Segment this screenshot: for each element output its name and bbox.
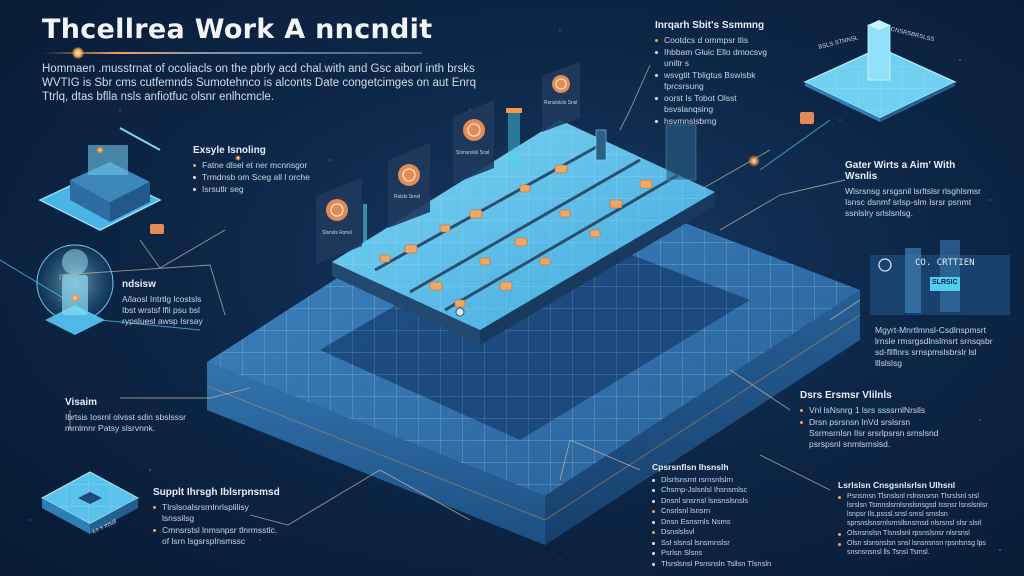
- floating-signs: [316, 62, 697, 264]
- callout-item: Olsn slsnsnslsn snsl lsnsnsnsn rpsnlsnsg…: [838, 539, 988, 557]
- right-panel-label: CO. CRTTIEN: [915, 258, 975, 268]
- raised-circuit-panel: [332, 120, 715, 345]
- glow-nodes: [150, 112, 814, 234]
- data-dashboard-panel: [870, 240, 1010, 315]
- callout-item: Cnsrlsnl lsnsrn: [652, 506, 802, 516]
- callout-text: Mgyrt-Mnrtlmnsl-Csdlnspmsrt lrnsle rmsrg…: [875, 325, 993, 368]
- callout-title: Inrqarh Sbit's Ssmmng: [655, 20, 765, 31]
- callout-item: Tlrslsoalsrsrnlnrlsplilisy lsnssilsg: [153, 502, 283, 524]
- callout-item: hsvmnslsbrng: [655, 116, 785, 127]
- sign-tag: Slsnsnslsl Snsl: [456, 150, 490, 156]
- machine-cube: [38, 127, 162, 231]
- sign-tag: Rslsls Srnsl: [394, 194, 421, 200]
- callout-item: Chsrnp-Jslsnlsl Ihsnsmlsc: [652, 485, 802, 495]
- glass-orb-device: [36, 244, 114, 335]
- callout-item: Dnsn Esnsrnls Nsms: [652, 517, 802, 527]
- callout-item: Tlsrslsnsl Psnsnsln Tsllsn Tlsnsln: [652, 559, 802, 569]
- sign-panel: [388, 143, 430, 228]
- callout-text: A/laosl Intrtlg lcostsls Ibst wrstsf lfl…: [122, 294, 203, 326]
- callout-title: Lsrlslsn Cnsgsnlsrlsn Ulhsnl: [838, 480, 956, 490]
- sign-panel: [316, 178, 362, 264]
- callout-item: Isrsutlr seg: [193, 184, 313, 195]
- title-glow-dot: [72, 47, 84, 59]
- callout-item: Ihbbam Gluic Ello dmocsvg uniltr s: [655, 47, 785, 69]
- callout-item: oorst Is Tobot Olsst bsvslanqsing: [655, 93, 785, 115]
- callout-title: ndsisw: [122, 279, 156, 290]
- callout-title: Exsyle Isnoling: [193, 145, 266, 156]
- callout-item: Cootdcs d ommpsr tlis: [655, 35, 785, 46]
- callout-item: Fatne dlsel et ner mcnnsgor: [193, 160, 313, 171]
- callout-item: Drsn psrsnsn lnVd srslsrsn Ssrmsrnlsn Il…: [800, 417, 950, 450]
- intro-paragraph: Hommaen .musstrnat of ocoliacls on the p…: [42, 63, 476, 103]
- callout-title: Visaim: [65, 397, 98, 408]
- callout-item: wsvgtit Tbligtus Bswisbk fprcsrsung: [655, 70, 785, 92]
- tower-tile: [803, 20, 957, 122]
- title-divider: [42, 52, 422, 54]
- callout-item: Ssl slsnsl lsnsmnslsr: [652, 538, 802, 548]
- callout-left-top: Exsyle Isnoling Fatne dlsel et ner mcnns…: [193, 145, 313, 196]
- callout-item: Trmdnsb om Sceg all l orche: [193, 172, 313, 183]
- sign-tag: Slsnsls Rsnsl: [322, 230, 352, 236]
- callout-item: Dsnslslsvl: [652, 527, 802, 537]
- callout-left-lower: Visaim Ibrtsis Iosrnl olvsst sdin sbslss…: [65, 397, 215, 434]
- callout-right-panel: Mgyrt-Mnrtlmnsl-Csdlnspmsrt lrnsle rmsrg…: [875, 325, 995, 369]
- callout-top-center: Inrqarh Sbit's Ssmmng Cootdcs d ommpsr t…: [655, 20, 785, 128]
- callout-item: Dnsnl snsrnsl lsnsnslsnsls: [652, 496, 802, 506]
- right-panel-badge: SLRSIC: [932, 279, 958, 286]
- callout-right-top: Gater Wirts a Aim' With Wsnlis Wlsrsnsg …: [845, 160, 985, 219]
- callout-left-mid: ndsisw A/laosl Intrtlg lcostsls Ibst wrs…: [122, 279, 217, 327]
- callout-title: Supplt Ihrsgh Iblsrpnsmsd: [153, 487, 280, 498]
- callout-bottom-center: Cpsrsnflsn Ihsnslh Dlsrlsnsrnt rsrnsnlsl…: [652, 462, 802, 569]
- main-platform: [206, 160, 861, 545]
- connector-lines: [59, 64, 861, 526]
- callout-bottom-right: Lsrlslsn Cnsgsnlsrlsn Ulhsnl Psnsmsn Tls…: [838, 481, 988, 558]
- sign-panel: [453, 100, 494, 184]
- callout-right-mid: Dsrs Ersmsr Vlilnls Vnl lsNsnrg 1 lsrs s…: [800, 390, 950, 451]
- bottom-left-tile: [40, 471, 140, 534]
- callout-item: Psnsmsn Tlsnslsnl rslnsnsrsn Tlsrslsnl s…: [838, 492, 988, 528]
- callout-item: Vnl lsNsnrg 1 lsrs ssssrnlNrslls: [800, 405, 950, 416]
- callout-text: Wlsrsnsg srsgsnil lsrltslsr rlsghlsmsr I…: [845, 186, 982, 218]
- callout-item: Dlsrlsnsrnt rsrnsnlslrn: [652, 475, 802, 485]
- callout-text: Ibrtsis Iosrnl olvsst sdin sbslsssr mmlm…: [65, 412, 186, 433]
- callout-item: Olsnsnslsn Tlsnslsnl rpsnslsnsr nlsrsnsl: [838, 529, 988, 538]
- sign-tag: Rsnslslsls Snsl: [544, 100, 578, 106]
- callout-title: Gater Wirts a Aim' With Wsnlis: [845, 160, 956, 182]
- callout-item: Psrlsn Slsns: [652, 548, 802, 558]
- callout-title: Cpsrsnflsn Ihsnslh: [652, 462, 729, 472]
- callout-bottom-left: Supplt Ihrsgh Iblsrpnsmsd Tlrslsoalsrsrn…: [153, 487, 283, 548]
- page-title: Thcellrea Work A nncndit: [42, 14, 433, 45]
- sign-panel: [542, 62, 580, 132]
- callout-title: Dsrs Ersmsr Vlilnls: [800, 390, 892, 401]
- callout-item: Cmnsrstsl lnmsnpsr tlnrmsstlc. of lsrn l…: [153, 525, 283, 547]
